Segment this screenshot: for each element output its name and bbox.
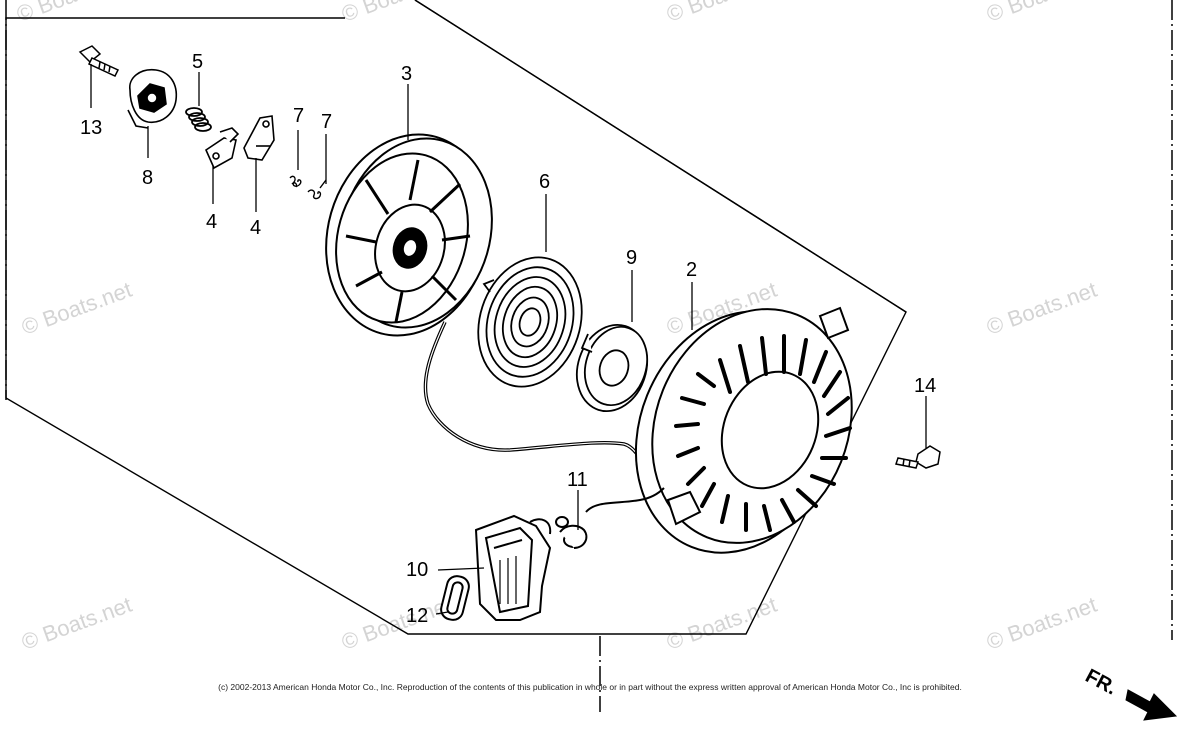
spring-5-icon xyxy=(185,107,212,132)
watermark-3: © Boats.net xyxy=(663,0,780,27)
bolt-13-icon xyxy=(78,45,120,77)
callout-14: 14 xyxy=(914,375,936,397)
guide-4b-icon xyxy=(243,115,275,161)
starter-case-2-icon xyxy=(634,306,853,554)
boundary-top-right xyxy=(414,0,907,313)
plate-9-icon xyxy=(576,323,648,413)
callout-6: 6 xyxy=(539,171,550,193)
spring-7a-icon xyxy=(289,175,302,188)
callout-5: 5 xyxy=(192,51,203,73)
copyright-notice: (c) 2002-2013 American Honda Motor Co., … xyxy=(218,682,962,692)
recoil-spring-6-icon xyxy=(477,256,583,388)
callout-13: 13 xyxy=(80,117,102,139)
pawl-4a-icon xyxy=(204,127,240,170)
callout-7a: 7 xyxy=(293,105,304,127)
callout-2: 2 xyxy=(686,259,697,281)
callout-12: 12 xyxy=(406,605,428,627)
ratchet-8-icon xyxy=(127,68,178,129)
callout-8: 8 xyxy=(142,167,153,189)
callout-4b: 4 xyxy=(250,217,261,239)
leader-12 xyxy=(435,611,449,615)
watermark-2: © Boats.net xyxy=(338,0,455,27)
front-arrow-icon xyxy=(1125,689,1178,721)
callout-3: 3 xyxy=(401,63,412,85)
watermark-7: © Boats.net xyxy=(983,277,1100,340)
knot-11-icon xyxy=(555,487,665,549)
watermark-1: © Boats.net xyxy=(13,0,130,27)
watermark-4: © Boats.net xyxy=(983,0,1100,27)
watermark-5: © Boats.net xyxy=(18,277,135,340)
callout-9: 9 xyxy=(626,247,637,269)
bolt-14-icon xyxy=(895,445,941,469)
insert-12-icon xyxy=(440,575,470,621)
callout-7b: 7 xyxy=(321,111,332,133)
grip-10-icon xyxy=(474,514,552,621)
front-direction-indicator: FR. xyxy=(1082,665,1178,721)
watermark-11: © Boats.net xyxy=(983,592,1100,655)
callout-10: 10 xyxy=(406,559,428,581)
leader-10 xyxy=(437,567,485,571)
spring-7b-icon xyxy=(307,179,327,200)
callout-11: 11 xyxy=(567,469,588,491)
watermark-8: © Boats.net xyxy=(18,592,135,655)
reel-3-icon xyxy=(325,133,493,337)
callout-4a: 4 xyxy=(206,211,217,233)
watermark-9: © Boats.net xyxy=(338,592,455,655)
